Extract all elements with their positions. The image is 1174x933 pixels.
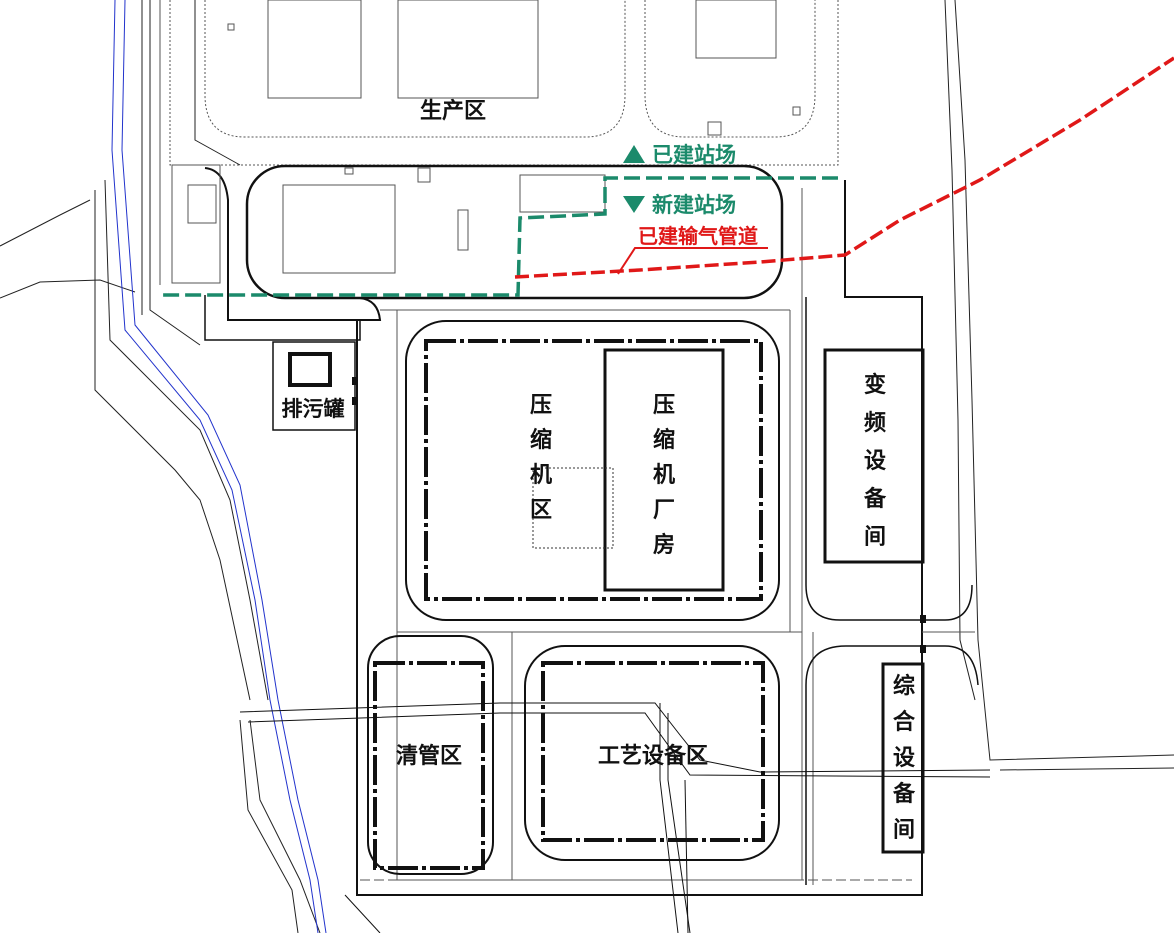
- compressor-area-char-2: 缩: [530, 427, 552, 453]
- compressor-area-road: [405, 320, 780, 621]
- compressor-area-label: 压 缩 机 区: [530, 393, 552, 523]
- station-boundary-line: [160, 176, 838, 297]
- new-station-inner-lines: [360, 188, 975, 885]
- compressor-house-char-1: 压: [653, 393, 675, 418]
- process-area-label: 工艺设备区: [598, 743, 708, 769]
- vfd-room-char-2: 频: [864, 411, 886, 436]
- blowdown-tank-label: 排污罐: [282, 397, 345, 421]
- blowdown-tank-outline: [288, 352, 332, 387]
- utility-room-char-3: 设: [893, 746, 915, 771]
- utility-room-label: 综 合 设 备 间: [892, 673, 916, 843]
- blowdown-tank-yard: [272, 341, 356, 431]
- utility-marker-a: [920, 615, 926, 623]
- existing-pipeline-line: [514, 56, 1174, 279]
- utility-room-char-1: 综: [893, 673, 915, 699]
- pigging-area-label: 清管区: [396, 743, 462, 769]
- existing-station-label: 已建站场: [652, 143, 736, 167]
- utility-room-outline: [881, 662, 925, 854]
- compressor-house-outline: [603, 348, 725, 592]
- compressor-pad: [532, 467, 614, 549]
- vfd-road: [805, 297, 973, 621]
- compressor-area-char-3: 机: [530, 463, 552, 488]
- compressor-area-char-4: 区: [530, 498, 552, 523]
- new-station-frame: [356, 180, 923, 896]
- triangle-up-icon: [623, 145, 645, 163]
- pigging-area-boundary: [373, 661, 485, 870]
- compressor-house-char-4: 厂: [653, 498, 675, 523]
- existing-station-block: [204, 164, 784, 341]
- existing-pipeline-label: 已建输气管道: [638, 224, 758, 248]
- compressor-house-char-3: 机: [653, 463, 675, 488]
- existing-station-details: [171, 164, 606, 284]
- vfd-room-char-1: 变: [864, 372, 886, 398]
- pipeline-leader: [617, 247, 768, 275]
- process-area-boundary: [541, 661, 765, 842]
- production-area-outline: [159, 0, 839, 285]
- vfd-room-char-4: 备: [863, 486, 887, 512]
- utility-room-char-2: 合: [893, 709, 916, 735]
- vfd-room-char-5: 间: [864, 525, 886, 550]
- compressor-area-boundary: [424, 339, 763, 601]
- vfd-room-label: 变 频 设 备 间: [863, 372, 887, 550]
- compressor-house-label: 压 缩 机 厂 房: [653, 393, 675, 558]
- utility-road: [805, 645, 979, 885]
- new-station-label: 新建站场: [652, 193, 736, 217]
- production-area-label: 生产区: [420, 99, 486, 124]
- utility-room-char-5: 间: [893, 818, 915, 843]
- pigging-road: [367, 635, 494, 875]
- utility-room-char-4: 备: [892, 781, 916, 807]
- compressor-house-char-2: 缩: [653, 427, 675, 453]
- buried-pipelines: [239, 702, 991, 933]
- river: [111, 0, 327, 933]
- triangle-down-icon: [623, 196, 645, 213]
- utility-marker-b: [920, 645, 926, 653]
- vfd-room-outline: [823, 348, 925, 564]
- process-area-road: [524, 645, 780, 861]
- compressor-area-char-1: 压: [530, 393, 552, 418]
- blowdown-marker-b: [352, 397, 357, 405]
- blowdown-marker-a: [352, 377, 357, 385]
- compressor-house-char-5: 房: [653, 532, 675, 558]
- vfd-room-char-3: 设: [864, 449, 886, 474]
